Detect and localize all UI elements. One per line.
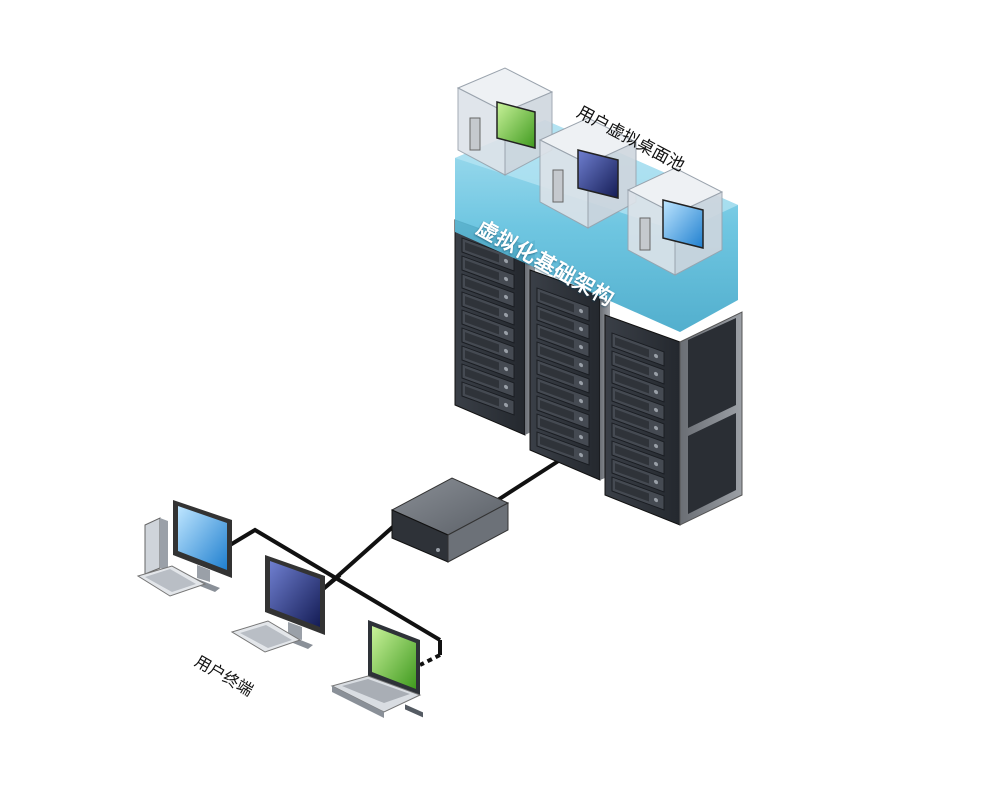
desktop-pc-icon — [136, 500, 232, 597]
cable-laptop-dashed — [419, 653, 441, 667]
cable-pc1 — [228, 527, 442, 642]
server-rack-icon — [604, 311, 743, 526]
vm-blue-screen-icon — [626, 167, 724, 276]
server-racks — [454, 219, 743, 526]
vm-green-screen-icon — [456, 67, 554, 176]
vm-pool — [456, 67, 724, 276]
desktop-pc-icon — [230, 555, 325, 653]
laptop-icon — [330, 620, 422, 718]
user-terminals — [136, 500, 422, 718]
vm-navy-screen-icon — [538, 117, 638, 229]
network-switch-icon — [390, 477, 510, 718]
cable-switch-to-rack — [488, 458, 562, 507]
network-cables — [228, 458, 562, 667]
